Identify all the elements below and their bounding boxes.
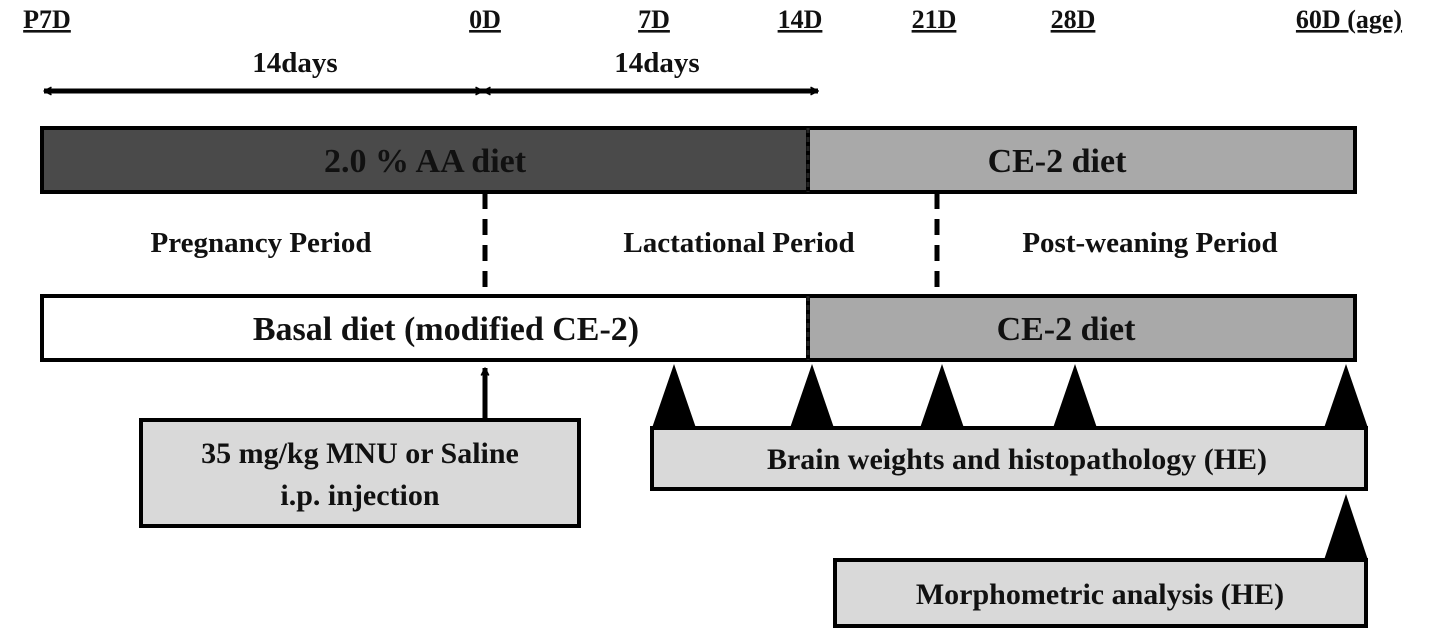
span-label-lactation: 14days [614, 47, 699, 79]
timeline-label-14d: 14D [778, 5, 823, 34]
timeline-label-p7d: P7D [23, 5, 71, 34]
timeline-label-28d: 28D [1051, 5, 1096, 34]
ce2-diet-bar-offspring [806, 294, 1357, 362]
timeline-label-60d: 60D (age) [1296, 5, 1402, 34]
span-label-pregnancy: 14days [252, 47, 337, 79]
morphometric-label: Morphometric analysis (HE) [916, 578, 1284, 611]
sampling-marker-7d [652, 364, 696, 428]
injection-line-1: 35 mg/kg MNU or Saline [201, 437, 519, 470]
basal-diet-label: Basal diet (modified CE-2) [253, 311, 639, 348]
treatment-diet-label: 2.0 % AA diet [324, 143, 527, 180]
injection-line-2: i.p. injection [280, 479, 439, 512]
timeline-label-0d: 0D [469, 5, 501, 34]
sampling-marker-28d [1053, 364, 1097, 428]
ce2-diet-bar-maternal [806, 126, 1357, 194]
morphometric-marker-60d [1324, 494, 1368, 560]
sampling-marker-14d [790, 364, 834, 428]
brain-weights-box [650, 426, 1368, 491]
period-post-weaning: Post-weaning Period [1022, 227, 1277, 259]
ce2-diet-label-offspring: CE-2 diet [997, 311, 1137, 348]
sampling-marker-21d [920, 364, 964, 428]
sampling-marker-60d [1324, 364, 1368, 428]
timeline-label-21d: 21D [912, 5, 957, 34]
timeline-label-7d: 7D [638, 5, 670, 34]
period-lactation: Lactational Period [623, 227, 854, 259]
brain-weights-label: Brain weights and histopathology (HE) [767, 443, 1267, 476]
ce2-diet-label-maternal: CE-2 diet [988, 143, 1128, 180]
injection-box [139, 418, 581, 528]
morphometric-box [833, 558, 1368, 628]
period-pregnancy: Pregnancy Period [151, 227, 372, 259]
basal-diet-bar [40, 294, 810, 362]
